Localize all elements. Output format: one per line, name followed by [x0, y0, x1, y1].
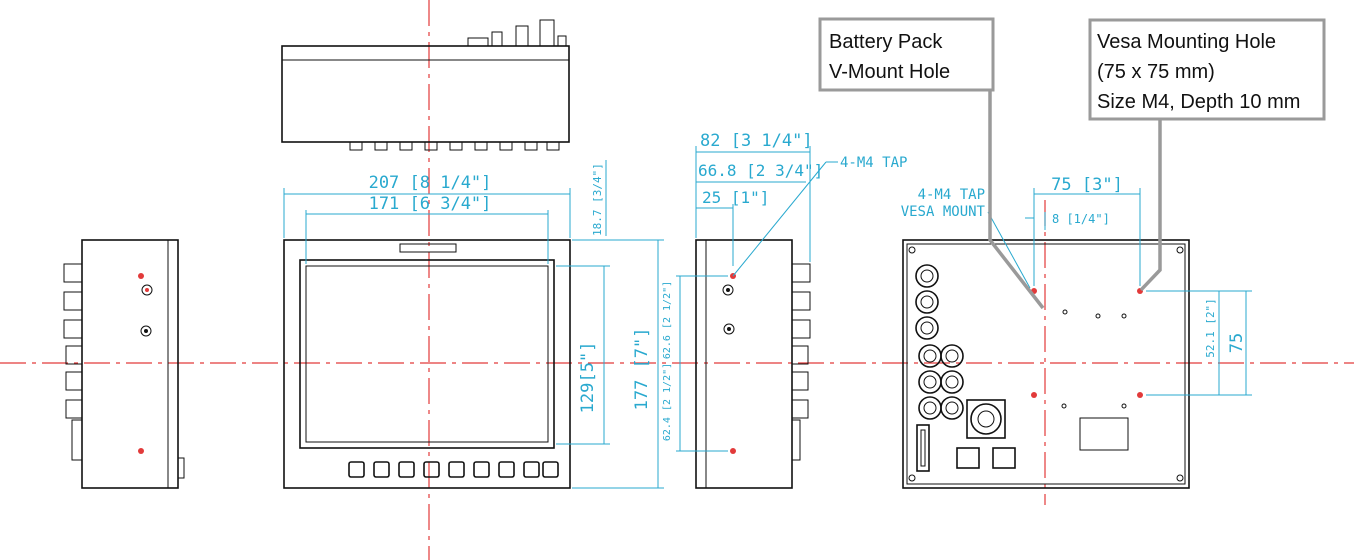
- vesa-callout: Vesa Mounting Hole (75 x 75 mm) Size M4,…: [1088, 18, 1326, 292]
- depth-total-label: 82 [3 1/4"]: [700, 131, 813, 151]
- rear-view-body: [902, 239, 1190, 489]
- depth-mid-label: 66.8 [2 3/4"]: [698, 161, 823, 180]
- vesa-height-label: 75: [1227, 333, 1247, 353]
- vesa-callout-leader: [1139, 120, 1162, 292]
- front-width-dims: 207 [8 1/4"] 171 [6 3/4"]: [283, 173, 571, 264]
- front-button: [398, 461, 415, 478]
- side-offset-dims: 62.6 [2 1/2"] 62.4 [2 1/2"]: [662, 275, 728, 452]
- front-button: [542, 461, 559, 478]
- battery-callout-box: [818, 17, 995, 92]
- battery-callout-leader: [988, 90, 1045, 310]
- side-tap-label: 4-M4 TAP: [840, 155, 907, 171]
- screen-height-in-label: [5"]: [578, 342, 598, 383]
- rear-dims: 75 [3"] 8 [1/4"] 4-M4 TAP VESA MOUNT 52.…: [901, 175, 1252, 396]
- vesa-callout-line3: Size M4, Depth 10 mm: [1097, 91, 1300, 113]
- upper-offset-label: 62.6 [2 1/2"]: [662, 281, 673, 359]
- screen-width-label: 171 [6 3/4"]: [369, 194, 492, 214]
- vesa-callout-box: [1088, 18, 1326, 121]
- rear-tap-label: 4-M4 TAP: [918, 187, 985, 203]
- rear-view: 75 [3"] 8 [1/4"] 4-M4 TAP VESA MOUNT 52.…: [901, 175, 1252, 489]
- right-side-view: 82 [3 1/4"] 66.8 [2 3/4"] 25 [1"] 4-M4 T…: [662, 131, 907, 489]
- left-side-view: [63, 239, 185, 489]
- front-height-dims: 18.7 [3/4"] [5"] 129 [7"] 177: [556, 160, 664, 489]
- vesa-width-label: 75 [3"]: [1051, 175, 1123, 195]
- front-button: [473, 461, 490, 478]
- left-side-mount-hole: [138, 448, 144, 454]
- front-button: [423, 461, 440, 478]
- left-side-mount-hole: [138, 273, 144, 279]
- overall-width-label: 207 [8 1/4"]: [369, 173, 492, 193]
- overall-height-mm-label: 177: [632, 380, 652, 411]
- front-button: [348, 461, 365, 478]
- vesa-callout-line2: (75 x 75 mm): [1097, 61, 1215, 83]
- front-button: [523, 461, 540, 478]
- vesa-hole: [1137, 392, 1143, 398]
- screen-height-mm-label: 129: [578, 383, 598, 414]
- rear-vesa-mount-label: VESA MOUNT: [901, 204, 986, 220]
- side-depth-dims: 82 [3 1/4"] 66.8 [2 3/4"] 25 [1"] 4-M4 T…: [695, 131, 907, 277]
- depth-hole-label: 25 [1"]: [702, 188, 769, 207]
- front-button: [448, 461, 465, 478]
- top-depth-label: 18.7 [3/4"]: [591, 163, 604, 236]
- rear-connectors: [915, 264, 1129, 472]
- front-view-body: [283, 239, 571, 489]
- front-button: [373, 461, 390, 478]
- battery-callout: Battery Pack V-Mount Hole: [818, 17, 1045, 310]
- vertical-pitch-label: 52.1 [2"]: [1204, 298, 1217, 358]
- vesa-callout-line1: Vesa Mounting Hole: [1097, 31, 1276, 53]
- front-view: 207 [8 1/4"] 171 [6 3/4"] 18.7 [3/4"] [5…: [283, 160, 664, 489]
- front-handle: [399, 243, 457, 253]
- rear-offset-label: 8 [1/4"]: [1052, 212, 1110, 226]
- front-button: [498, 461, 515, 478]
- top-view-knobs: [349, 141, 560, 151]
- left-side-body: [81, 239, 179, 489]
- overall-height-in-label: [7"]: [632, 328, 652, 369]
- front-buttons: [348, 461, 559, 478]
- battery-callout-line2: V-Mount Hole: [829, 61, 950, 83]
- top-view: [281, 19, 570, 151]
- right-side-mount-hole: [730, 448, 736, 454]
- battery-callout-line1: Battery Pack: [829, 31, 943, 53]
- front-screen: [299, 259, 555, 449]
- vesa-hole: [1031, 392, 1037, 398]
- lower-offset-label: 62.4 [2 1/2"]: [662, 363, 673, 441]
